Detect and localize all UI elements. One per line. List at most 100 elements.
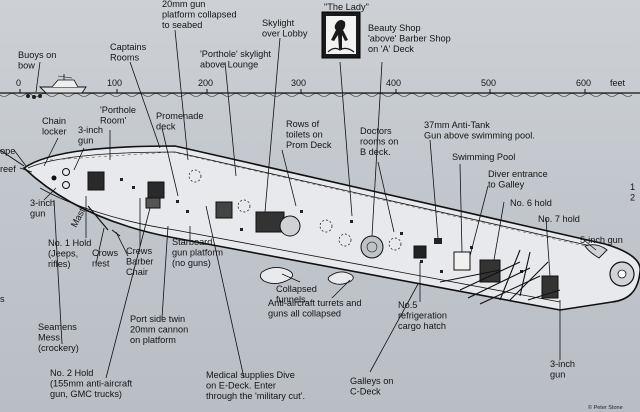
label-line: gun xyxy=(550,370,565,380)
label-line: No. 1 Hold xyxy=(48,238,91,248)
label-line: over Lobby xyxy=(262,29,308,39)
hatch-b xyxy=(255,211,285,233)
scale-tick-100: 100 xyxy=(107,78,122,88)
leader-lines xyxy=(13,29,597,379)
the-lady-figure xyxy=(321,11,361,59)
label-line: No. 6 hold xyxy=(510,198,552,208)
label-reef: reef xyxy=(0,164,16,174)
label-line: Room' xyxy=(100,116,127,126)
label-line: Prom Deck xyxy=(286,140,332,150)
deck-edge-line xyxy=(27,151,601,249)
bow-rope xyxy=(0,149,25,167)
label-line: funnels. xyxy=(276,295,308,305)
label-line: rooms on xyxy=(360,137,398,147)
label-line: on 'A' Deck xyxy=(368,44,414,54)
swimming-pool xyxy=(453,251,471,271)
label-line: Promenade xyxy=(156,111,204,121)
label-line: bow xyxy=(18,61,35,71)
label-line: Medical supplies Dive xyxy=(206,370,295,380)
collapsed-debris xyxy=(439,249,561,305)
wave-line xyxy=(0,93,633,97)
crows-nest-icon xyxy=(111,229,121,237)
label-line: nest xyxy=(92,259,110,269)
label-line: Beauty Shop xyxy=(368,23,421,33)
label-line: 20mm gun xyxy=(162,0,205,9)
label-line: 'Porthole' skylight xyxy=(200,49,271,59)
label-line: B deck. xyxy=(360,147,391,157)
scale-tick-600: 600 xyxy=(576,78,591,88)
label-line: cargo hatch xyxy=(398,321,446,331)
label-line: reef xyxy=(0,164,16,174)
label-line: to Galley xyxy=(488,180,525,190)
label-line: Swimming Pool xyxy=(452,152,515,162)
label-rope: ope xyxy=(0,146,15,156)
label-line: No. 2 Hold xyxy=(50,368,93,378)
label-line: Starboard xyxy=(172,237,212,247)
label-line: 'above' Barber Shop xyxy=(368,34,451,44)
scale-tick-300: 300 xyxy=(291,78,306,88)
centreline xyxy=(49,151,586,247)
buoy-icons xyxy=(26,94,42,99)
credit: © Peter Stone xyxy=(588,404,623,411)
label-line: (no guns) xyxy=(172,258,211,268)
label-line: Seamens xyxy=(38,322,77,332)
label-line: deck xyxy=(156,122,176,132)
scale-tick-400: 400 xyxy=(386,78,401,88)
hold-2-hatch xyxy=(147,181,165,199)
label-line: guns all collapsed xyxy=(268,309,341,319)
deck-features xyxy=(51,168,561,305)
surface-boat-icon xyxy=(38,74,87,94)
label-line: C-Deck xyxy=(350,387,381,397)
hold-hatches xyxy=(87,171,559,299)
hatch-a xyxy=(215,201,233,219)
five-inch-gun-icon xyxy=(584,244,608,259)
refrigeration-hatch xyxy=(413,245,427,259)
label-line: 1 xyxy=(630,182,635,192)
label-line: Diver entrance xyxy=(488,169,548,179)
label-line: Anti-aircraft turrets and xyxy=(268,298,361,308)
label-line: Rows of xyxy=(286,119,320,129)
anti-tank-gun-icon xyxy=(434,238,442,244)
label-line: ope xyxy=(0,146,15,156)
label-line: refrigeration xyxy=(398,311,447,321)
label-line: No. 7 hold xyxy=(538,214,580,224)
surface-scale: 0 100 200 300 400 500 600 feet xyxy=(0,78,640,97)
label-line: toilets on xyxy=(286,130,323,140)
mast-icon xyxy=(87,205,109,231)
label-line: rifles) xyxy=(48,259,70,269)
label-no-6-hold: No. 6 hold xyxy=(510,198,552,208)
collapsed-funnels-icon xyxy=(259,267,354,285)
label-line: Mess xyxy=(38,333,60,343)
label-no-7-hold: No. 7 hold xyxy=(538,214,580,224)
label-line: 2 xyxy=(630,193,635,203)
label-line: Chair xyxy=(126,267,148,277)
label-line: Doctors xyxy=(360,126,392,136)
label-swimming-pool: Swimming Pool xyxy=(452,152,515,162)
label-line: Port side twin xyxy=(130,314,185,324)
deck-dashed-circles xyxy=(188,169,402,251)
label-left-edge: s xyxy=(0,294,5,304)
label-line: Skylight xyxy=(262,18,295,28)
label-line: 20mm cannon xyxy=(130,325,188,335)
